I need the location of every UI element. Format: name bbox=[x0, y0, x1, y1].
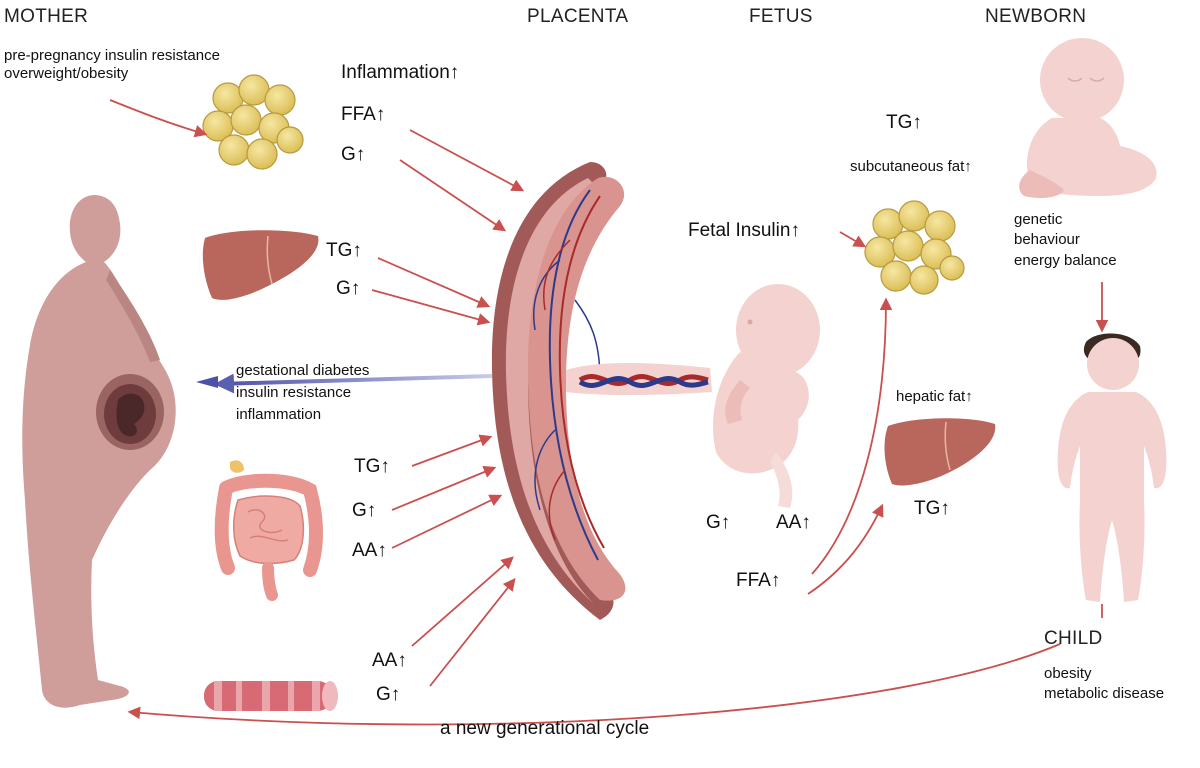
subcutaneous-fat-label: subcutaneous fat↑ bbox=[850, 158, 972, 175]
arrow-liver-to-placenta-2 bbox=[371, 289, 491, 326]
arrow-ffa-to-fetal-fat bbox=[811, 297, 893, 575]
hepatic-fat-label: hepatic fat↑ bbox=[896, 388, 973, 405]
gut-output-tg: TG↑ bbox=[354, 456, 390, 477]
liver-output-glucose: G↑ bbox=[336, 278, 361, 299]
header-fetus: FETUS bbox=[749, 6, 813, 27]
maternal-liver bbox=[202, 230, 319, 300]
fetal-nutrient-glucose: G↑ bbox=[706, 512, 731, 533]
newborn-influencing-factors: genetic behaviour energy balance bbox=[1014, 211, 1117, 269]
maternal-intestine bbox=[214, 460, 323, 601]
arrow-muscle-to-placenta-2 bbox=[429, 578, 516, 687]
adipose-output-inflammation: Inflammation↑ bbox=[341, 62, 460, 83]
placenta bbox=[491, 162, 712, 620]
header-placenta: PLACENTA bbox=[527, 6, 629, 27]
arrow-risk-to-adipose bbox=[109, 99, 208, 138]
muscle-output-aa: AA↑ bbox=[372, 650, 407, 671]
gut-output-aa: AA↑ bbox=[352, 540, 387, 561]
header-newborn: NEWBORN bbox=[985, 6, 1087, 27]
newborn-figure bbox=[1019, 38, 1157, 198]
arrow-liver-to-placenta-1 bbox=[377, 257, 491, 308]
fetal-adipose-tissue bbox=[864, 200, 965, 295]
maternal-muscle bbox=[204, 681, 338, 711]
placenta-feedback-effects: gestational diabetes insulin resistance … bbox=[236, 362, 370, 423]
feedback-arrow bbox=[196, 373, 493, 394]
newborn-tg-label: TG↑ bbox=[886, 112, 922, 133]
fetal-insulin-label: Fetal Insulin↑ bbox=[688, 220, 800, 241]
child-figure bbox=[1057, 333, 1167, 602]
header-mother: MOTHER bbox=[4, 6, 89, 27]
generational-cycle-label: a new generational cycle bbox=[440, 718, 650, 739]
fetus-figure bbox=[713, 284, 820, 508]
arrow-adipose-to-placenta-2 bbox=[399, 159, 507, 232]
muscle-output-glucose: G↑ bbox=[376, 684, 401, 705]
arrow-muscle-to-placenta-1 bbox=[411, 556, 514, 647]
fetal-liver bbox=[884, 418, 996, 486]
flow-arrows bbox=[109, 99, 1109, 726]
arrow-ffa-to-fetal-liver bbox=[807, 503, 884, 595]
arrow-child-to-mother-cycle bbox=[127, 643, 1061, 726]
arrow-gut-to-placenta-1 bbox=[411, 434, 493, 467]
mother-figure bbox=[22, 195, 176, 708]
maternal-adipose-tissue bbox=[202, 74, 304, 170]
liver-output-tg: TG↑ bbox=[326, 240, 362, 261]
maternal-risk-factors: pre-pregnancy insulin resistance overwei… bbox=[4, 47, 220, 82]
adipose-output-glucose: G↑ bbox=[341, 144, 366, 165]
arrow-gut-to-placenta-3 bbox=[391, 494, 503, 549]
arrow-gut-to-placenta-2 bbox=[391, 466, 497, 511]
adipose-output-ffa: FFA↑ bbox=[341, 104, 386, 125]
header-child: CHILD bbox=[1044, 628, 1103, 649]
arrow-adipose-to-placenta-1 bbox=[409, 129, 525, 192]
child-outcomes: obesity metabolic disease bbox=[1044, 665, 1165, 703]
fetal-ffa-label: FFA↑ bbox=[736, 570, 781, 591]
fetal-liver-tg-label: TG↑ bbox=[914, 498, 950, 519]
gut-output-glucose: G↑ bbox=[352, 500, 377, 521]
arrow-insulin-to-fetal-fat bbox=[839, 231, 867, 248]
fetal-nutrient-aa: AA↑ bbox=[776, 512, 811, 533]
